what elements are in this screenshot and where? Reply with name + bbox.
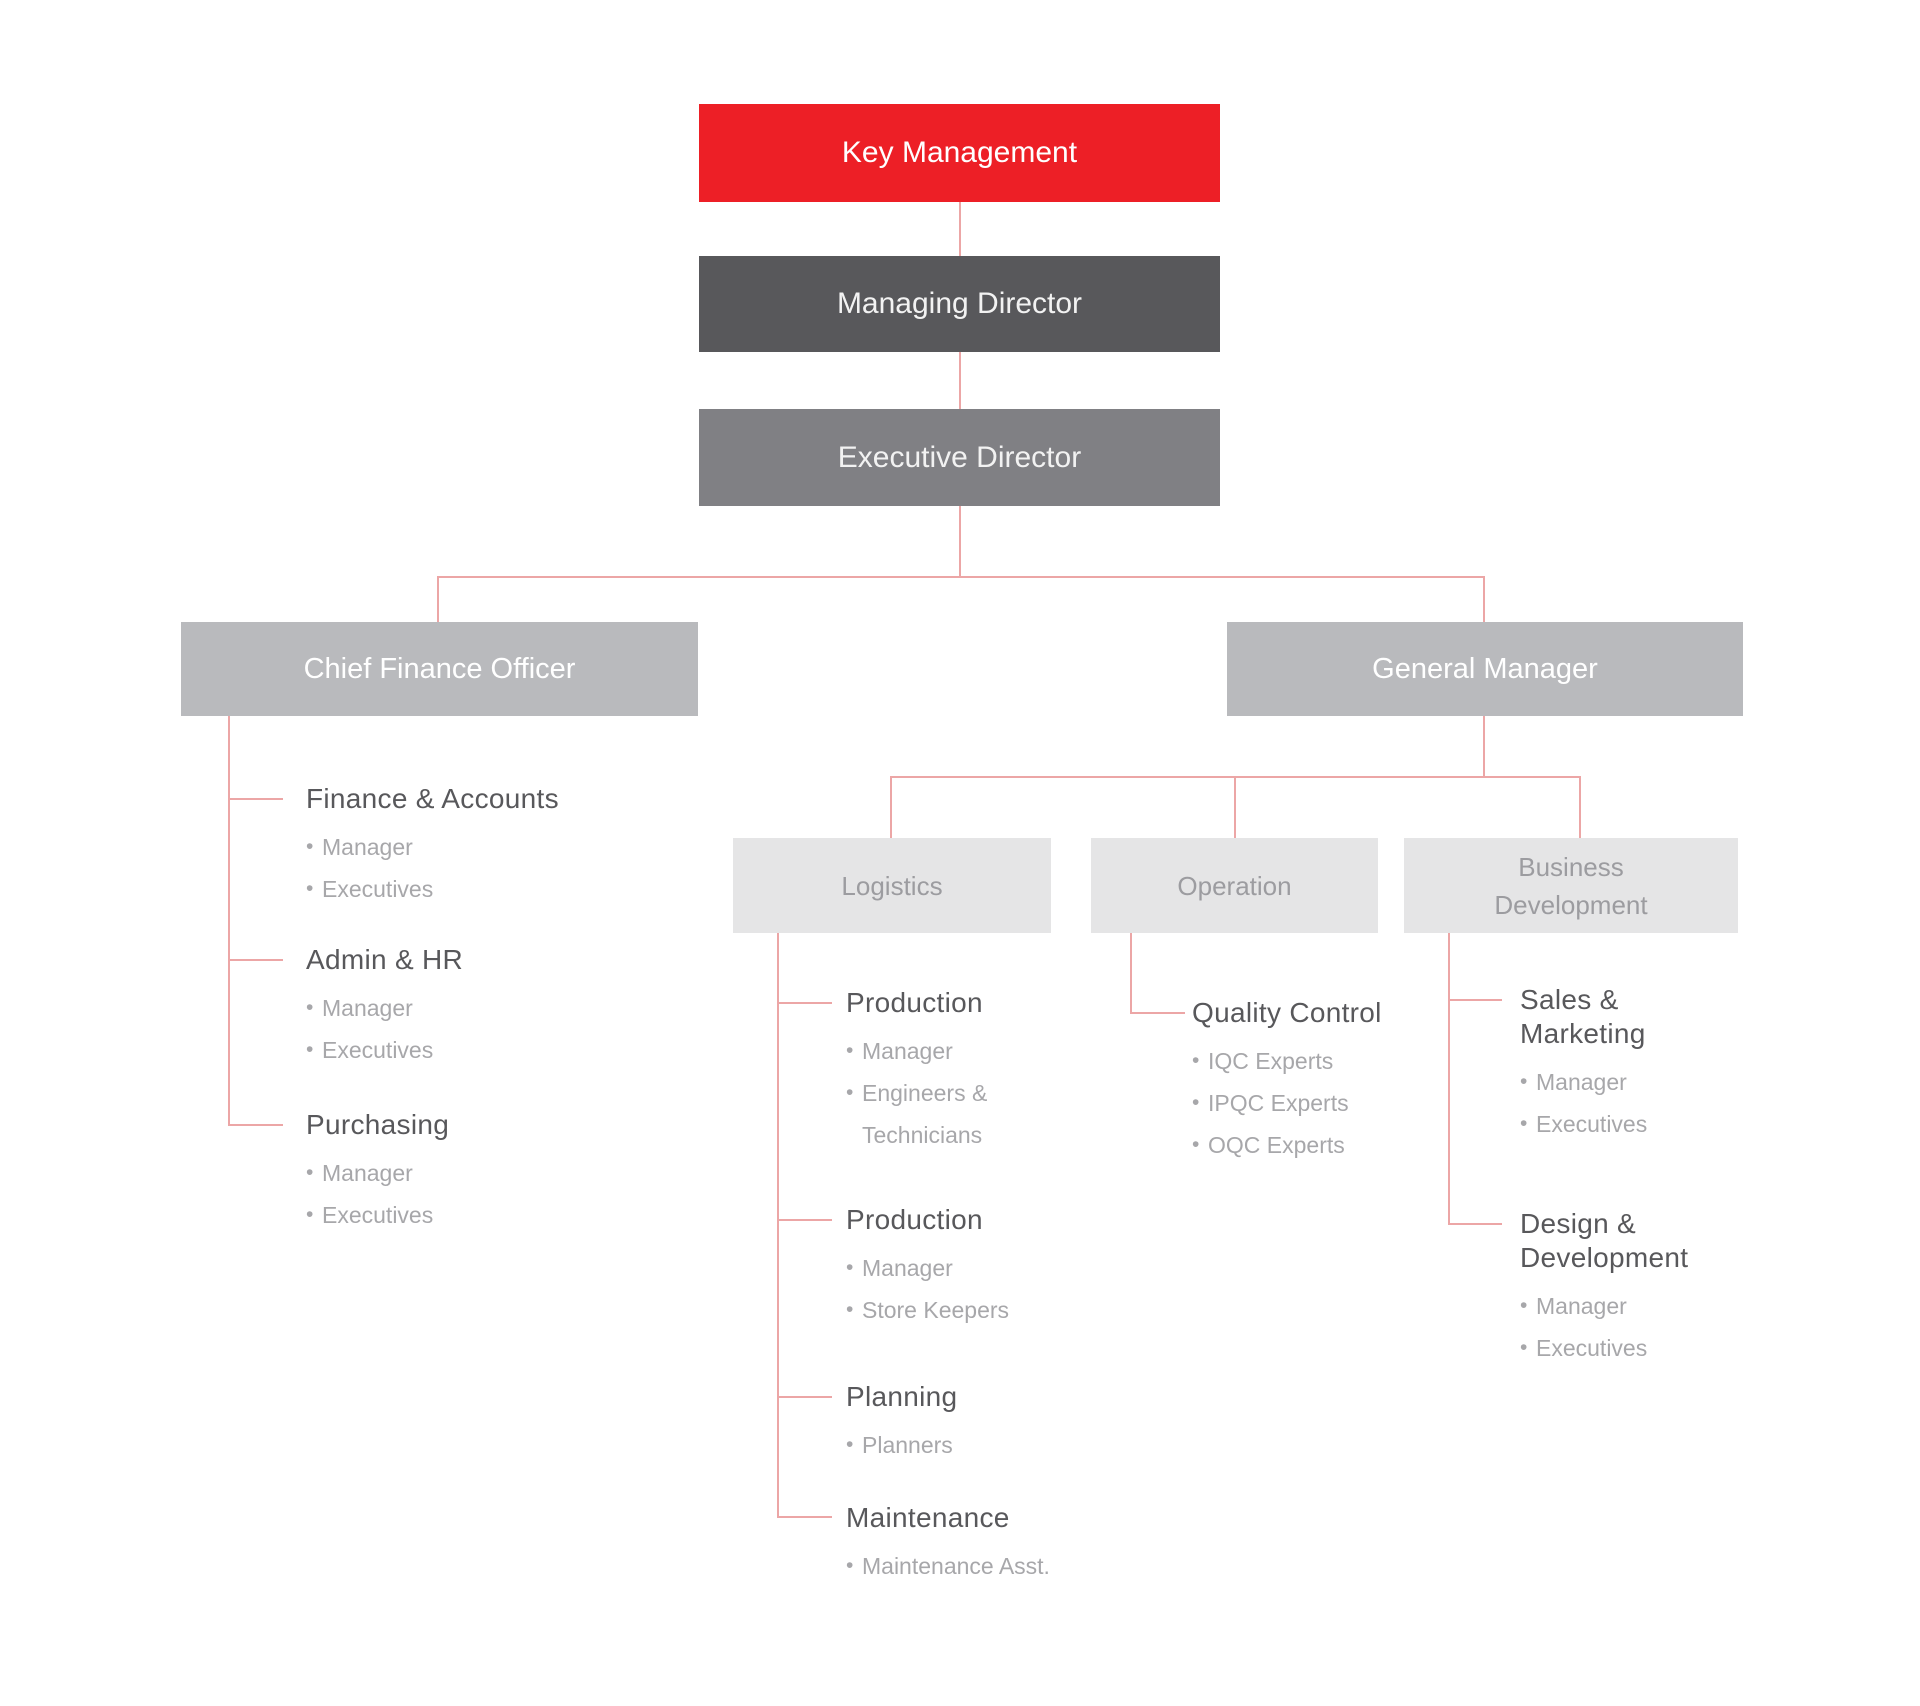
connector-gm-operation bbox=[1234, 776, 1236, 838]
connector-logistics-trunk bbox=[777, 933, 779, 1518]
dept-production-2-title: Production bbox=[846, 1204, 983, 1235]
dept-production-1-list: Manager Engineers & Technicians bbox=[846, 1030, 1031, 1156]
node-business-development: Business Development bbox=[1404, 838, 1738, 933]
connector-ed-split bbox=[959, 506, 961, 577]
dept-admin-hr-title: Admin & HR bbox=[306, 944, 464, 975]
dept-quality-control-list: IQC Experts IPQC Experts OQC Experts bbox=[1192, 1040, 1452, 1166]
list-item: Manager bbox=[306, 987, 606, 1029]
dept-production-2: Production Manager Store Keepers bbox=[846, 1203, 1066, 1331]
connector-tick-purchasing bbox=[228, 1124, 283, 1126]
connector-gm-trunk bbox=[1483, 716, 1485, 777]
list-item: Store Keepers bbox=[846, 1289, 1066, 1331]
list-item: Planners bbox=[846, 1424, 1066, 1466]
connector-gm-logistics bbox=[890, 776, 892, 838]
node-executive-director: Executive Director bbox=[699, 409, 1220, 506]
connector-tick-finance-accounts bbox=[228, 798, 283, 800]
node-chief-finance-officer-label: Chief Finance Officer bbox=[303, 652, 576, 685]
dept-planning-title: Planning bbox=[846, 1381, 958, 1412]
connector-gm-bizdev bbox=[1579, 776, 1581, 838]
node-key-management: Key Management bbox=[699, 104, 1220, 202]
node-logistics: Logistics bbox=[733, 838, 1051, 933]
dept-finance-accounts-list: Manager Executives bbox=[306, 826, 606, 910]
connector-split-horizontal bbox=[438, 576, 1485, 578]
connector-cfo-trunk bbox=[228, 716, 230, 1125]
connector-tick-maintenance bbox=[777, 1516, 832, 1518]
connector-tick-quality-control bbox=[1130, 1012, 1185, 1014]
list-item: OQC Experts bbox=[1192, 1124, 1452, 1166]
node-business-development-label: Business Development bbox=[1494, 851, 1648, 920]
connector-operation-trunk bbox=[1130, 933, 1132, 1014]
dept-admin-hr-list: Manager Executives bbox=[306, 987, 606, 1071]
node-logistics-label: Logistics bbox=[841, 870, 943, 901]
connector-tick-production-2 bbox=[777, 1219, 832, 1221]
dept-maintenance-title: Maintenance bbox=[846, 1502, 1010, 1533]
node-chief-finance-officer: Chief Finance Officer bbox=[181, 622, 698, 716]
dept-sales-marketing-list: Manager Executives bbox=[1520, 1061, 1710, 1145]
list-item: Manager bbox=[1520, 1285, 1710, 1327]
dept-purchasing-title: Purchasing bbox=[306, 1109, 450, 1140]
dept-planning: Planning Planners bbox=[846, 1380, 1066, 1466]
list-item: Executives bbox=[306, 1194, 606, 1236]
node-key-management-label: Key Management bbox=[841, 136, 1078, 169]
dept-production-2-list: Manager Store Keepers bbox=[846, 1247, 1066, 1331]
list-item: Executives bbox=[306, 1029, 606, 1071]
list-item: Manager bbox=[306, 1152, 606, 1194]
connector-tick-sales-marketing bbox=[1448, 999, 1502, 1001]
dept-purchasing-list: Manager Executives bbox=[306, 1152, 606, 1236]
dept-design-development: Design & Development Manager Executives bbox=[1520, 1207, 1710, 1369]
list-item: IQC Experts bbox=[1192, 1040, 1452, 1082]
connector-tick-production-1 bbox=[777, 1002, 832, 1004]
connector-tick-planning bbox=[777, 1396, 832, 1398]
list-item: Executives bbox=[1520, 1103, 1710, 1145]
node-general-manager-label: General Manager bbox=[1372, 652, 1598, 685]
node-operation: Operation bbox=[1091, 838, 1378, 933]
node-general-manager: General Manager bbox=[1227, 622, 1743, 716]
list-item: Manager bbox=[846, 1030, 1031, 1072]
dept-production-1-title: Production bbox=[846, 987, 983, 1018]
dept-finance-accounts-title: Finance & Accounts bbox=[306, 783, 559, 814]
dept-admin-hr: Admin & HR Manager Executives bbox=[306, 943, 606, 1071]
list-item: Engineers & Technicians bbox=[846, 1072, 1031, 1156]
dept-purchasing: Purchasing Manager Executives bbox=[306, 1108, 606, 1236]
dept-sales-marketing-title: Sales & Marketing bbox=[1520, 984, 1646, 1049]
list-item: Maintenance Asst. bbox=[846, 1545, 1086, 1587]
connector-root-md bbox=[959, 202, 961, 256]
connector-tick-admin-hr bbox=[228, 959, 283, 961]
dept-design-development-title: Design & Development bbox=[1520, 1208, 1689, 1273]
node-managing-director: Managing Director bbox=[699, 256, 1220, 352]
list-item: Manager bbox=[846, 1247, 1066, 1289]
list-item: Manager bbox=[306, 826, 606, 868]
connector-split-cfo bbox=[437, 576, 439, 622]
node-operation-label: Operation bbox=[1177, 870, 1292, 901]
dept-design-development-list: Manager Executives bbox=[1520, 1285, 1710, 1369]
dept-production-1: Production Manager Engineers & Technicia… bbox=[846, 986, 1046, 1156]
connector-tick-design-development bbox=[1448, 1223, 1502, 1225]
dept-quality-control-title: Quality Control bbox=[1192, 997, 1382, 1028]
dept-finance-accounts: Finance & Accounts Manager Executives bbox=[306, 782, 606, 910]
connector-split-gm bbox=[1483, 576, 1485, 622]
dept-quality-control: Quality Control IQC Experts IPQC Experts… bbox=[1192, 996, 1452, 1166]
list-item: Manager bbox=[1520, 1061, 1710, 1103]
dept-sales-marketing: Sales & Marketing Manager Executives bbox=[1520, 983, 1710, 1145]
node-managing-director-label: Managing Director bbox=[836, 287, 1083, 320]
list-item: Executives bbox=[306, 868, 606, 910]
connector-md-ed bbox=[959, 352, 961, 409]
list-item: Executives bbox=[1520, 1327, 1710, 1369]
dept-maintenance: Maintenance Maintenance Asst. bbox=[846, 1501, 1086, 1587]
dept-planning-list: Planners bbox=[846, 1424, 1066, 1466]
list-item: IPQC Experts bbox=[1192, 1082, 1452, 1124]
dept-maintenance-list: Maintenance Asst. bbox=[846, 1545, 1086, 1587]
node-executive-director-label: Executive Director bbox=[837, 440, 1082, 474]
